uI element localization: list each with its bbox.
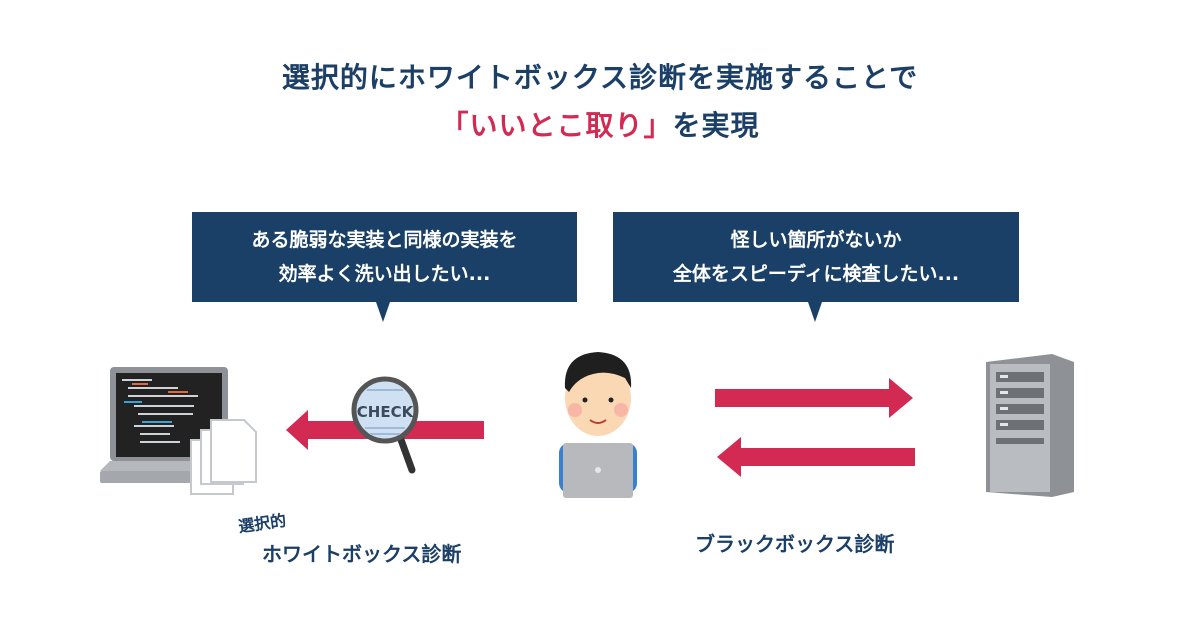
bubble-left-line2: 効率よく洗い出したい... [278,263,491,285]
title-line1: 選択的にホワイトボックス診断を実施することで [281,61,919,94]
selective-label: 選択的 [237,510,288,537]
title-line2: 「いいとこ取り」を実現 [0,104,1200,144]
magnifier-check-icon: CHECK [351,376,419,474]
whitebox-label: ホワイトボックス診断 [262,542,462,566]
bubble-left-line1: ある脆弱な実装と同様の実装を [251,229,518,251]
magnifier-text: CHECK [357,403,415,421]
speech-bubble-left: ある脆弱な実装と同様の実装を 効率よく洗い出したい... [192,212,577,322]
bubble-right-line2: 全体をスピーディに検査したい... [672,263,960,285]
bubble-tail [376,302,390,322]
title-highlight: 「いいとこ取り」 [440,109,673,142]
person-with-laptop-icon [559,352,637,498]
speech-bubble-right: 怪しい箇所がないか 全体をスピーディに検査したい... [613,212,1019,322]
blackbox-label: ブラックボックス診断 [695,532,895,556]
documents-icon [190,419,257,495]
title-rest: を実現 [672,109,760,142]
server-icon [986,354,1074,497]
arrow-right-icon [715,378,913,418]
bubble-tail [808,302,822,322]
arrow-left-icon [717,437,915,477]
bubble-right-line1: 怪しい箇所がないか [730,229,902,251]
